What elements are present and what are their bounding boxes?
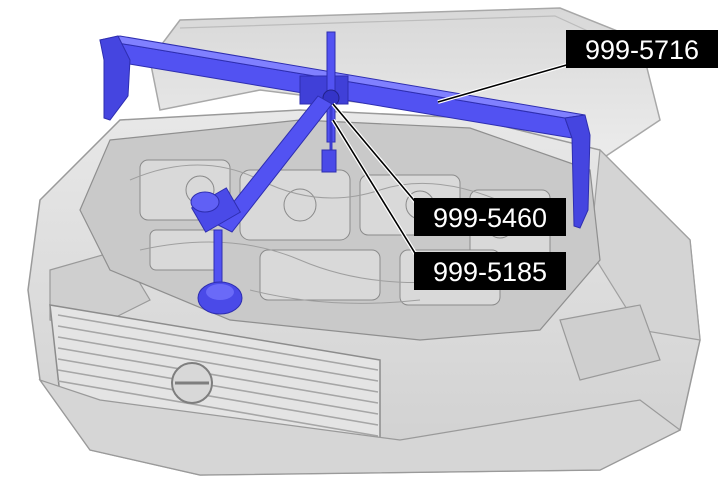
- callout-999-5460: 999-5460: [414, 198, 566, 236]
- callout-box: [414, 252, 566, 290]
- leader-line-999-5460: [332, 103, 419, 206]
- callout-box: [414, 198, 566, 236]
- adjustment-knob: [190, 191, 220, 213]
- callout-999-5185: 999-5185: [414, 252, 566, 290]
- right-headlight: [559, 304, 661, 381]
- front-bumper: [38, 378, 682, 476]
- lifting-hook: [321, 104, 337, 173]
- support-leg-left: [99, 35, 131, 121]
- callout-label: 999-5716: [585, 35, 699, 65]
- callout-box: [566, 30, 718, 68]
- callout-label: 999-5460: [433, 203, 547, 233]
- support-arm: [215, 95, 333, 233]
- callout-999-5716: 999-5716: [566, 30, 718, 68]
- lifting-tool: [99, 31, 591, 315]
- support-leg-right: [564, 114, 591, 229]
- callout-label: 999-5185: [433, 257, 547, 287]
- leader-line-999-5716: [437, 63, 571, 103]
- front-grille: [49, 304, 381, 446]
- leader-line-999-5185: [332, 119, 419, 259]
